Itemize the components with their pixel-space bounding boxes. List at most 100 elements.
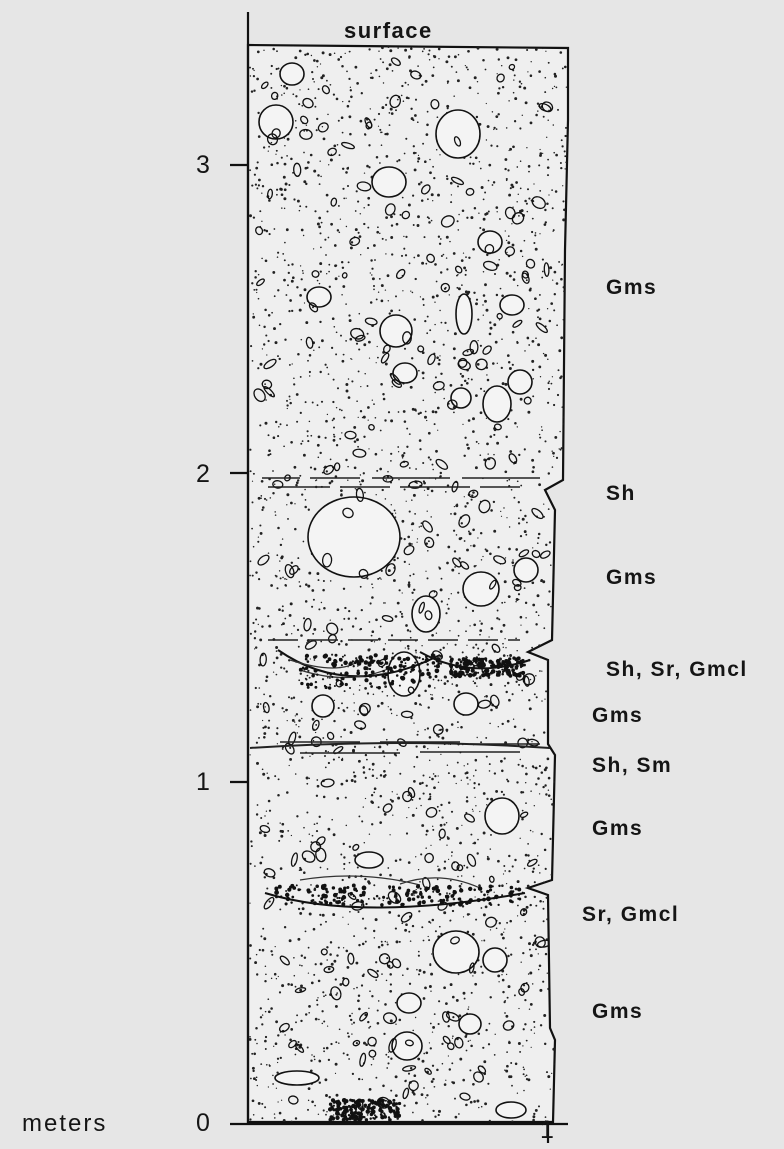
sand-grain — [523, 1066, 525, 1068]
sand-grain — [381, 944, 384, 947]
sand-grain — [361, 820, 363, 822]
sand-grain — [347, 185, 349, 187]
sand-grain — [379, 821, 382, 824]
granule — [476, 663, 480, 667]
sand-grain — [380, 795, 383, 798]
sand-grain — [479, 629, 482, 632]
sand-grain — [425, 80, 428, 83]
sand-grain — [259, 424, 261, 426]
granule — [464, 675, 466, 677]
granule — [412, 890, 416, 894]
sand-grain — [561, 145, 563, 147]
sand-grain — [331, 347, 333, 349]
sand-grain — [437, 194, 440, 197]
sand-grain — [505, 947, 507, 949]
sand-grain — [383, 648, 386, 651]
sand-grain — [294, 528, 297, 531]
sand-grain — [372, 400, 373, 401]
sand-grain — [318, 217, 321, 220]
sand-grain — [256, 607, 259, 610]
sand-grain — [434, 687, 436, 689]
sand-grain — [389, 112, 391, 114]
sand-grain — [334, 244, 337, 247]
sand-grain — [450, 201, 452, 203]
sand-grain — [504, 638, 505, 639]
sand-grain — [438, 900, 440, 902]
sand-grain — [522, 1045, 523, 1046]
sand-grain — [467, 913, 470, 916]
sand-grain — [310, 1060, 312, 1062]
sand-grain — [289, 758, 292, 761]
sand-grain — [490, 709, 493, 712]
sand-grain — [532, 470, 535, 473]
sand-grain — [368, 882, 371, 885]
sand-grain — [518, 194, 519, 195]
sand-grain — [529, 972, 532, 975]
sand-grain — [281, 984, 284, 987]
sand-grain — [461, 883, 463, 885]
sand-grain — [538, 366, 541, 369]
granule — [428, 685, 431, 688]
sand-grain — [560, 567, 561, 568]
sand-grain — [430, 1023, 432, 1025]
granule — [378, 1104, 380, 1106]
x-tick-1: 1 — [540, 1116, 554, 1145]
granule — [290, 901, 292, 903]
sand-grain — [556, 282, 559, 285]
sand-grain — [341, 410, 343, 412]
granule — [521, 671, 525, 675]
sand-grain — [558, 840, 561, 843]
sand-grain — [419, 798, 421, 800]
sand-grain — [533, 1021, 535, 1023]
sand-grain — [305, 930, 307, 932]
sand-grain — [428, 456, 430, 458]
sand-grain — [288, 264, 290, 266]
sand-grain — [487, 1083, 489, 1085]
sand-grain — [516, 342, 518, 344]
sand-grain — [481, 650, 483, 652]
sand-grain — [258, 536, 259, 537]
sand-grain — [390, 236, 393, 239]
sand-grain — [532, 604, 535, 607]
sand-grain — [327, 677, 329, 679]
sand-grain — [534, 1026, 536, 1028]
y-tick-3: 3 — [196, 151, 210, 180]
sand-grain — [536, 309, 538, 311]
sand-grain — [524, 868, 526, 870]
sand-grain — [281, 555, 284, 558]
sand-grain — [359, 685, 360, 686]
granule — [450, 667, 452, 669]
sand-grain — [398, 159, 400, 161]
sand-grain — [402, 520, 405, 523]
sand-grain — [260, 532, 263, 535]
granule — [369, 668, 371, 670]
granule — [361, 1101, 363, 1103]
sand-grain — [345, 303, 347, 305]
sand-grain — [410, 386, 413, 389]
granule — [333, 893, 338, 898]
sand-grain — [412, 530, 413, 531]
sand-grain — [275, 1042, 278, 1045]
sand-grain — [269, 233, 271, 235]
sand-grain — [423, 940, 425, 942]
sand-grain — [339, 1028, 341, 1030]
sand-grain — [261, 480, 264, 483]
sand-grain — [253, 70, 254, 71]
sand-grain — [448, 699, 450, 701]
sand-grain — [447, 764, 448, 765]
sand-grain — [472, 610, 474, 612]
sand-grain — [472, 646, 474, 648]
sand-grain — [417, 160, 419, 162]
sand-grain — [275, 154, 276, 155]
sand-grain — [265, 399, 267, 401]
sand-grain — [319, 160, 320, 161]
sand-grain — [493, 530, 496, 533]
sand-grain — [277, 743, 278, 744]
sand-grain — [423, 745, 426, 748]
sand-grain — [447, 1025, 449, 1027]
sand-grain — [433, 679, 435, 681]
granule — [459, 900, 464, 905]
sand-grain — [483, 218, 486, 221]
sand-grain — [466, 382, 469, 385]
sand-grain — [313, 740, 314, 741]
